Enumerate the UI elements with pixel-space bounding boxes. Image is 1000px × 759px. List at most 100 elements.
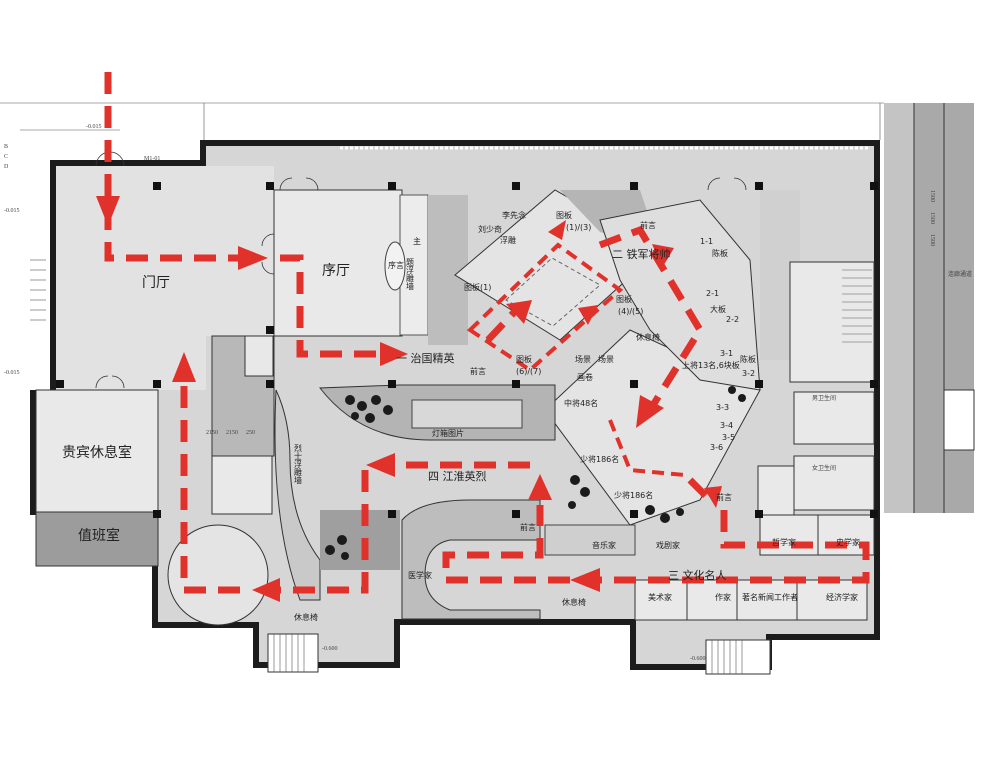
route-arrow-down — [704, 486, 722, 508]
route-path-prelude — [280, 254, 385, 358]
level-label: -0.600 — [322, 646, 338, 652]
toilet-room — [793, 391, 875, 445]
level-label: -0.600 — [690, 656, 706, 662]
label-exhibit: 3-6 — [710, 443, 723, 452]
label-exhibit: 3-3 — [716, 403, 729, 412]
dimension-label: 1500 — [929, 234, 935, 246]
axis-label: C — [4, 154, 8, 160]
label-exhibit: 3-1 — [720, 349, 733, 358]
route-arrow-small — [652, 244, 674, 268]
route-path-section2c — [687, 477, 713, 503]
label-rest-bench: 休息椅 — [636, 332, 660, 342]
label-martyr-wall: 烈士浮雕墙 — [294, 444, 303, 485]
martyr-wall — [274, 389, 321, 601]
stair-room — [789, 261, 875, 383]
label-exhibit: 作家 — [715, 592, 731, 602]
label-exhibit: 前言 — [640, 220, 656, 230]
label-exhibit: 中将48名 — [564, 398, 598, 408]
entry-stairs — [267, 633, 771, 675]
label-exhibit: 1-1 — [700, 237, 713, 246]
room-label-vip: 贵宾休息室 — [62, 444, 132, 461]
duty-room — [35, 511, 159, 567]
label-exhibit: 医学家 — [408, 570, 432, 580]
dimension-label: 250 — [246, 430, 255, 436]
route-arrow-upright — [506, 300, 532, 324]
door-mark: M1-01 — [144, 156, 160, 162]
label-exhibit: 浮雕 — [500, 235, 516, 245]
dimension-label: 1500 — [929, 190, 935, 202]
label-exhibit: (4)/(5) — [618, 307, 643, 316]
label-exhibit: 3-4 — [720, 421, 733, 430]
label-relief-top: 主 — [413, 236, 421, 246]
route-arrow-up — [172, 352, 196, 382]
route-arrow-small — [578, 305, 598, 325]
label-exhibit: 3-2 — [742, 369, 755, 378]
corridor-opening — [943, 389, 975, 451]
axis-label: D — [4, 164, 9, 170]
label-exhibit: 前言 — [716, 492, 732, 502]
lobby-floor — [56, 166, 206, 390]
label-exhibit: 刘少奇 — [478, 224, 502, 234]
stair-room — [244, 335, 274, 377]
label-exhibit: 2-1 — [706, 289, 719, 298]
label-exhibit: 3-5 — [722, 433, 735, 442]
rotunda — [167, 524, 269, 626]
level-label: -0.015 — [86, 124, 102, 130]
route-path-entry — [104, 72, 242, 262]
label-exhibit: 画卷 — [577, 372, 593, 382]
route-path-section4b — [280, 470, 369, 594]
label-lightbox: 灯箱图片 — [432, 428, 464, 438]
label-exhibit: 场景 — [575, 355, 591, 364]
label-exhibit: 哲学家 — [772, 537, 796, 547]
label-exhibit: 经济学家 — [826, 592, 858, 602]
booth-rooms — [544, 514, 875, 621]
exhibit-display-frame — [505, 257, 601, 327]
label-exhibit: 场景 — [598, 355, 614, 364]
axis-label: B — [4, 144, 8, 150]
label-exhibit: 2-2 — [726, 315, 739, 324]
label-exhibit: 图板(1) — [464, 282, 491, 292]
label-exhibit: 前言 — [470, 366, 486, 376]
route-arrow-up — [528, 474, 552, 500]
stair-treads — [842, 269, 872, 343]
route-arrow-down — [636, 395, 664, 428]
corridor-zone — [884, 103, 914, 513]
label-exhibit: 史学家 — [836, 537, 860, 547]
route-arrow-right — [380, 342, 408, 366]
label-exhibit: 前言 — [520, 522, 536, 532]
dimension-label: 2150 — [206, 430, 218, 436]
section-label-2: 二 铁军将帅 — [612, 248, 671, 261]
label-relief-wall: 题浮雕墙 — [406, 258, 415, 291]
vip-room — [35, 389, 159, 513]
route-arrow-down — [96, 196, 120, 226]
route-path-section2 — [598, 225, 705, 412]
plant-icon — [325, 386, 746, 560]
dimension-label: 2150 — [226, 430, 238, 436]
route-path-return — [180, 385, 240, 594]
label-exhibit: 少将186名 — [614, 490, 653, 500]
label-exhibit: 李先念 — [502, 210, 526, 220]
route-arrow-left — [570, 568, 600, 592]
label-exhibit: 戏剧家 — [656, 540, 680, 550]
label-exhibit: (1)/(3) — [566, 223, 591, 232]
route-loop-section1 — [466, 242, 624, 373]
lift-room — [211, 455, 273, 515]
section-label-4: 四 江淮英烈 — [428, 469, 487, 483]
label-exhibit: 著名新闻工作者 — [742, 592, 798, 602]
lower-hall-wall — [401, 499, 541, 620]
label-wc: 女卫生间 — [812, 464, 836, 472]
route-arrow-left — [252, 578, 280, 602]
structural-columns — [56, 182, 878, 518]
label-rest-bench: 休息椅 — [294, 612, 318, 622]
route-arrow-left — [366, 453, 395, 477]
section-label-1: 一 治国精英 — [396, 351, 455, 365]
level-label: -0.015 — [4, 370, 20, 376]
side-stairs — [30, 259, 46, 321]
label-wc: 男卫生间 — [812, 394, 836, 402]
label-corridor: 连廊通道 — [948, 270, 972, 278]
preface-stand — [384, 241, 406, 291]
toilet-room — [757, 465, 795, 517]
label-exhibit: 少将186名 — [580, 454, 619, 464]
label-preface: 序言 — [388, 260, 404, 270]
